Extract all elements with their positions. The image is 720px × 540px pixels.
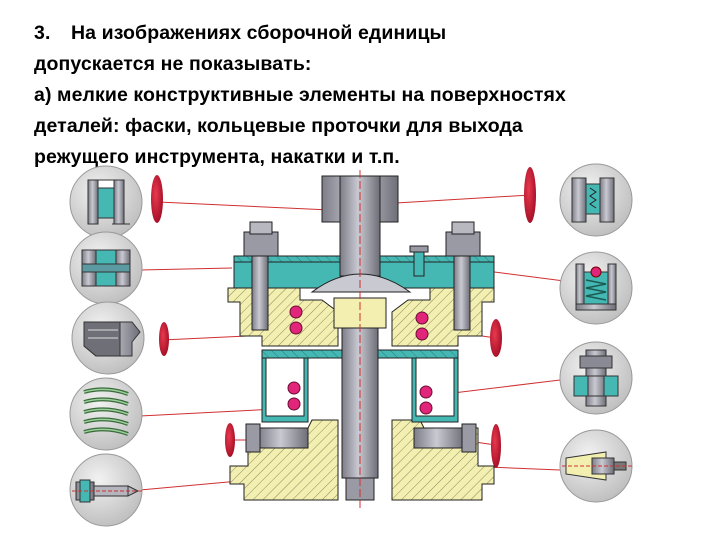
item-number: 3. xyxy=(34,22,51,44)
marker-5 xyxy=(490,319,502,357)
marker-6 xyxy=(491,424,501,468)
heading-line-4: деталей: фаски, кольцевые проточки для в… xyxy=(34,115,523,137)
stud-bolt-icon xyxy=(559,341,633,415)
seal-rings xyxy=(287,305,433,415)
marker-3 xyxy=(225,423,235,457)
spring-icon xyxy=(69,377,143,451)
groove-bushing-icon xyxy=(69,231,143,305)
assembly-cross-section xyxy=(227,170,495,510)
pointed-bolt-icon xyxy=(69,453,143,527)
slide-heading: 3. На изображениях сборочной единицы допу… xyxy=(34,18,714,173)
marker-4 xyxy=(524,167,536,223)
heading-line-5: режущего инструмента, накатки и т.п. xyxy=(34,146,400,168)
heading-line-2: допускается не показывать: xyxy=(34,53,312,75)
threaded-sleeve-icon xyxy=(559,163,633,237)
marker-1 xyxy=(151,175,163,223)
knurled-nut-icon xyxy=(71,301,145,375)
heading-text-1: На изображениях сборочной единицы xyxy=(71,22,447,44)
spring-cup-icon xyxy=(559,251,633,325)
red-markers xyxy=(151,167,536,468)
chamfered-bushing-icon xyxy=(69,165,143,239)
heading-line-3: а) мелкие конструктивные элементы на пов… xyxy=(34,84,566,106)
marker-2 xyxy=(159,322,169,356)
tapered-pin-icon xyxy=(559,429,633,503)
heading-line-1: 3. На изображениях сборочной единицы xyxy=(34,18,714,49)
